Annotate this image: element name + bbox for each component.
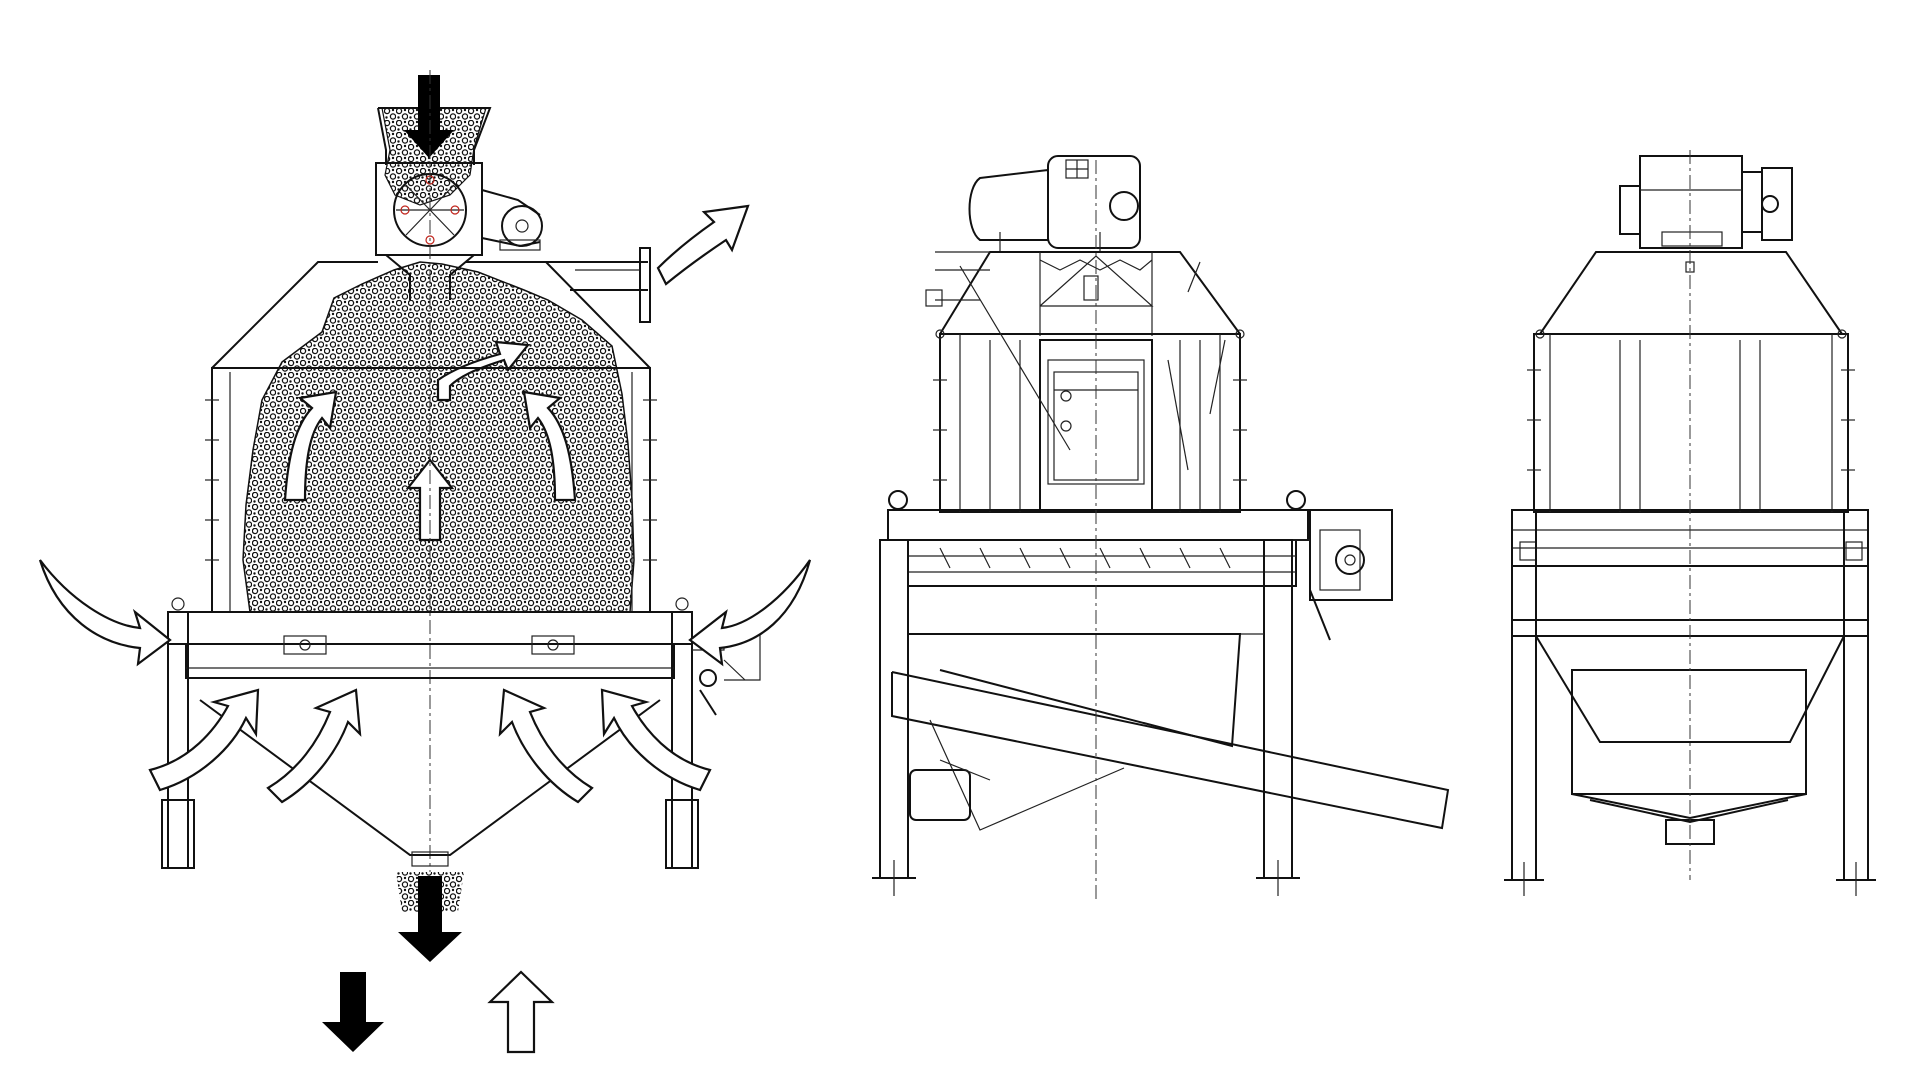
legend-air-arrow-icon — [487, 970, 555, 1054]
support-legs — [161, 597, 699, 869]
front-drive-motor — [1619, 155, 1793, 249]
air-outlet-duct — [546, 247, 651, 323]
internal-air-arrow-right — [522, 390, 577, 502]
intake-air-arrow-outer-right — [688, 559, 812, 667]
internal-air-arrow-outlet — [436, 340, 531, 402]
intake-air-arrow-right-2 — [498, 688, 594, 804]
legend-material-arrow-icon — [322, 972, 384, 1052]
side-hood — [925, 251, 1241, 336]
cooler-flow-section-view — [38, 70, 812, 1054]
bin-shell — [211, 367, 651, 612]
cooler-front-elevation-view — [1504, 150, 1876, 896]
bin-tick-marks — [205, 399, 657, 561]
front-hood — [1539, 251, 1843, 335]
intake-air-arrow-right-1 — [600, 688, 712, 792]
cooler-side-elevation-view — [872, 155, 1450, 900]
internal-air-arrow-left — [283, 390, 338, 502]
legend — [322, 970, 555, 1054]
rotary-airlock — [375, 107, 543, 300]
intake-air-arrow-left-1 — [148, 688, 260, 792]
side-legs — [872, 539, 1300, 896]
front-legs — [1504, 509, 1876, 896]
side-discharge-chute — [891, 633, 1450, 831]
pellet-bed — [242, 261, 635, 613]
side-bin — [933, 265, 1247, 513]
front-bin — [1527, 329, 1855, 513]
exhaust-air-arrow — [656, 204, 750, 286]
discharge-outlet-arrow — [398, 876, 462, 962]
intake-air-arrow-outer-left — [38, 559, 172, 667]
intake-air-arrow-left-2 — [266, 688, 362, 804]
side-drive-motor — [968, 155, 1141, 252]
bin-roof — [211, 261, 378, 369]
side-grate-frame — [887, 490, 1393, 641]
feed-inlet-arrow — [404, 75, 454, 158]
